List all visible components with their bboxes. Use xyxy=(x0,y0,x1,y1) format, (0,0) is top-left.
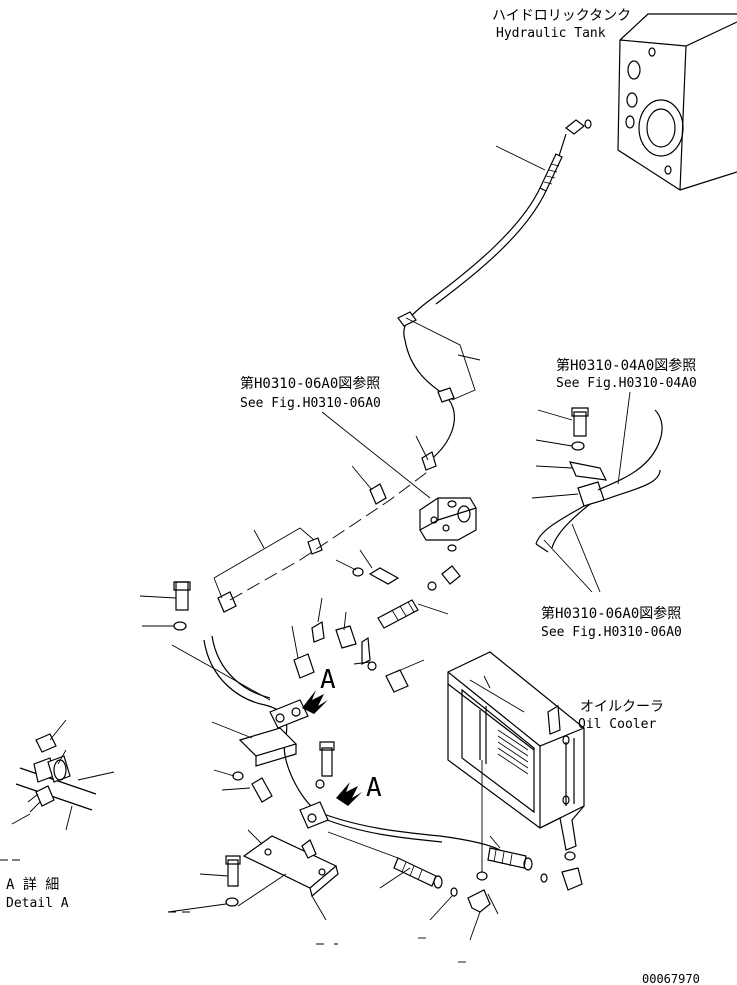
right-hose-assembly xyxy=(531,391,663,593)
see-fig-04a0-jp: 第H0310-04A0図参照 xyxy=(556,357,696,374)
bolt-center-lower xyxy=(213,741,335,803)
leader-line xyxy=(405,317,476,401)
hydraulic-tank xyxy=(617,13,737,191)
drawing-number: 00067970 xyxy=(642,972,700,985)
pipe-fitting-lower xyxy=(327,831,443,889)
leader-line xyxy=(343,611,347,631)
oil-cooler-label-en: Oil Cooler xyxy=(578,717,656,732)
view-label-a-lower: A xyxy=(366,773,382,803)
tank-elbow-fitting xyxy=(565,119,592,135)
hose-clamp xyxy=(397,311,455,471)
hydraulic-tank-label-jp: ハイドロリックタンク xyxy=(492,8,631,24)
see-fig-04a0-en: See Fig.H0310-04A0 xyxy=(556,376,697,391)
see-fig-06a0-top-en: See Fig.H0310-06A0 xyxy=(240,396,381,411)
bolt-left xyxy=(139,581,191,631)
oil-cooler xyxy=(447,651,585,851)
view-arrow-a-lower xyxy=(336,782,362,806)
bracket-plate-lower xyxy=(167,829,339,921)
see-fig-06a0-right-jp: 第H0310-06A0図参照 xyxy=(541,605,681,622)
blank-marks xyxy=(0,859,466,963)
center-line xyxy=(229,469,431,601)
leader-line xyxy=(457,354,481,361)
oil-cooler-label-jp: オイルクーラ xyxy=(580,699,664,715)
bracket-center xyxy=(211,721,298,767)
fittings-bottom xyxy=(429,760,499,941)
bolt-lower-left xyxy=(225,855,241,907)
leader-line xyxy=(321,411,431,499)
mid-clamps xyxy=(217,483,387,613)
leader-line xyxy=(253,529,265,549)
leader-line xyxy=(291,625,299,659)
center-clamp-assembly xyxy=(269,621,409,729)
valve-fasteners xyxy=(335,549,461,591)
view-arrow-a-upper xyxy=(302,690,328,714)
see-fig-06a0-right-en: See Fig.H0310-06A0 xyxy=(541,625,682,640)
detail-a-label-jp: A 詳 細 xyxy=(6,877,59,893)
pipe-to-oil-cooler xyxy=(487,835,583,891)
lower-clamp xyxy=(299,801,329,829)
leader-line xyxy=(351,465,373,491)
leader-line xyxy=(317,597,323,623)
view-label-a-upper: A xyxy=(320,665,336,695)
hydraulic-tank-label-en: Hydraulic Tank xyxy=(496,26,606,41)
leader-line xyxy=(415,435,429,461)
leader-line xyxy=(495,145,546,171)
leader-line xyxy=(171,644,271,701)
detail-a xyxy=(11,719,115,831)
leader-line xyxy=(213,577,223,599)
leader-line xyxy=(213,527,315,579)
leader-line xyxy=(353,661,371,665)
valve-block xyxy=(419,497,477,552)
leader-line xyxy=(395,659,425,673)
pipe-fitting-center xyxy=(377,599,449,629)
see-fig-06a0-top-jp: 第H0310-06A0図参照 xyxy=(240,375,380,392)
detail-a-label-en: Detail A xyxy=(6,896,69,911)
